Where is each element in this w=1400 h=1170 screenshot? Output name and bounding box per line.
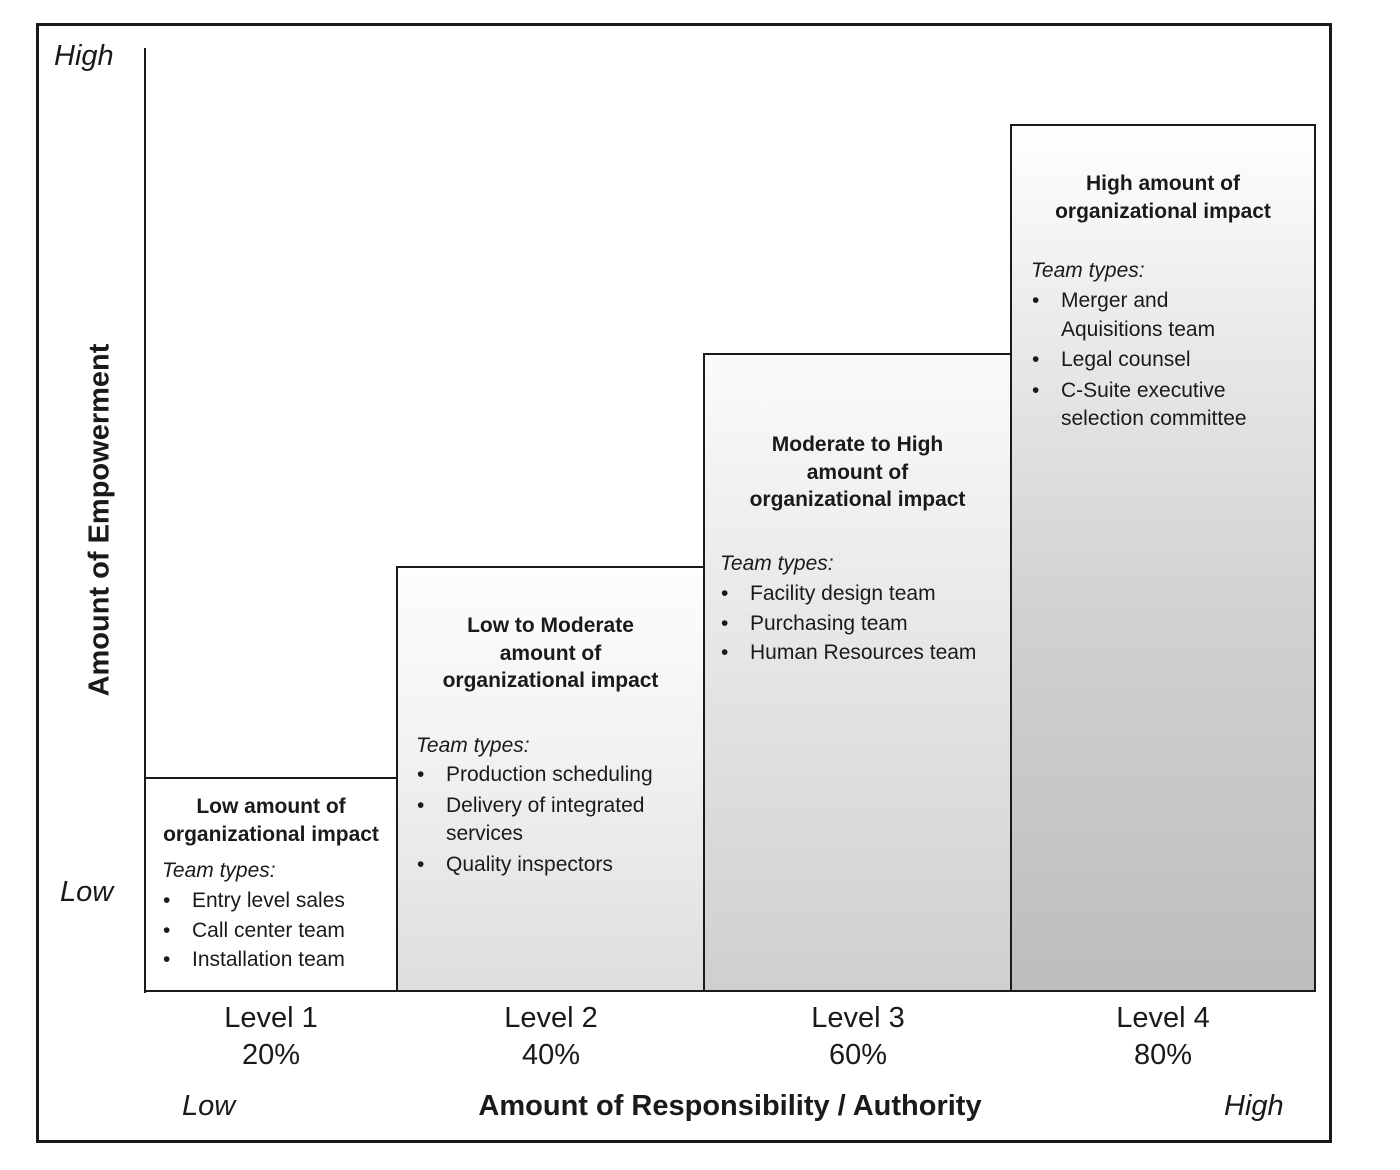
y-axis-line [144,48,146,993]
list-item: • Delivery of integrated services [417,792,653,848]
team-types-list: • Facility design team • Purchasing team •… [721,579,977,668]
heading-line: organizational impact [1055,199,1271,223]
bullet-icon: • [1032,348,1040,371]
list-item: • Quality inspectors [417,851,653,879]
bullet-icon: • [721,582,729,605]
list-item: • Entry level sales [163,886,345,916]
bullet-icon: • [417,853,425,876]
heading-line: amount of [806,460,909,484]
item-line: C-Suite executive [1061,378,1226,402]
level-percent: 20% [241,1039,301,1071]
bullet-icon: • [1032,289,1040,312]
item-line: selection committee [1061,407,1247,430]
list-item: • C-Suite executive selection committee [1032,377,1247,434]
bullet-icon: • [163,889,171,912]
level-3-label: Level 3 60% [728,1000,988,1074]
team-types-label: Team types: [720,552,834,575]
heading-line: Low amount of [196,795,346,818]
level-percent: 60% [828,1039,888,1071]
item-line: Call center team [192,918,345,942]
bullet-icon: • [721,641,729,664]
list-item: • Human Resources team [721,638,977,668]
bullet-icon: • [417,794,425,817]
list-item: • Call center team [163,916,345,946]
bullet-icon: • [163,948,171,971]
item-line: Purchasing team [750,611,908,635]
heading-line: Moderate to High [771,433,944,456]
heading-line: organizational impact [749,488,966,511]
item-line: Aquisitions team [1061,317,1216,341]
item-line: services [446,822,524,845]
y-axis-title: Amount of Empowerment [83,343,116,697]
item-line: Human Resources team [750,641,977,664]
level-percent: 40% [521,1039,581,1071]
level-4-heading: High amount of organizational impact [1012,170,1314,225]
diagram-frame [36,23,1332,1143]
team-types-label: Team types: [162,859,276,882]
level-name: Level 3 [811,1002,905,1034]
level-name: Level 1 [224,1002,318,1034]
level-2-heading: Low to Moderate amount of organizational… [398,612,703,695]
level-percent: 80% [1133,1039,1193,1071]
item-line: Installation team [192,948,345,971]
heading-line: Low to Moderate [467,614,634,637]
step-level-1: Low amount of organizational impact Team… [144,777,398,992]
step-level-4: High amount of organizational impact Tea… [1010,124,1316,992]
bullet-icon: • [721,611,729,635]
item-line: Legal counsel [1061,348,1191,371]
item-line: Entry level sales [192,889,345,912]
item-line: Delivery of integrated [446,794,645,817]
y-axis-low-label: Low [60,876,114,908]
step-level-3: Moderate to High amount of organizationa… [703,353,1012,992]
team-types-label: Team types: [1031,259,1145,282]
team-types-list: • Production scheduling • Delivery of inte… [417,761,653,882]
team-types-list: • Entry level sales • Call center team • In… [163,886,345,975]
item-line: Production scheduling [446,763,653,786]
x-axis-high-label: High [1224,1090,1284,1122]
item-line: Merger and [1061,289,1169,312]
x-axis-low-label: Low [182,1090,236,1122]
y-axis-high-label: High [54,40,114,72]
level-3-heading: Moderate to High amount of organizationa… [705,431,1010,514]
level-4-label: Level 4 80% [1033,1000,1293,1074]
bullet-icon: • [163,918,171,942]
level-1-label: Level 1 20% [141,1000,401,1074]
level-2-label: Level 2 40% [421,1000,681,1074]
list-item: • Purchasing team [721,609,976,639]
item-line: Facility design team [750,582,936,605]
heading-line: High amount of [1086,172,1240,195]
level-1-heading: Low amount of organizational impact [146,793,396,848]
bullet-icon: • [417,763,425,786]
step-level-2: Low to Moderate amount of organizational… [396,566,705,992]
level-name: Level 2 [504,1002,598,1034]
list-item: • Installation team [163,945,345,975]
list-item: • Facility design team [721,579,976,609]
list-item: • Production scheduling [417,761,653,789]
heading-line: organizational impact [163,822,379,846]
list-item: • Legal counsel [1032,346,1247,375]
bullet-icon: • [1032,378,1040,402]
level-name: Level 4 [1116,1002,1210,1034]
item-line: Quality inspectors [446,853,613,876]
heading-line: amount of [499,641,602,665]
heading-line: organizational impact [442,669,659,692]
x-axis-title: Amount of Responsibility / Authority [478,1090,982,1122]
team-types-label: Team types: [416,734,530,757]
